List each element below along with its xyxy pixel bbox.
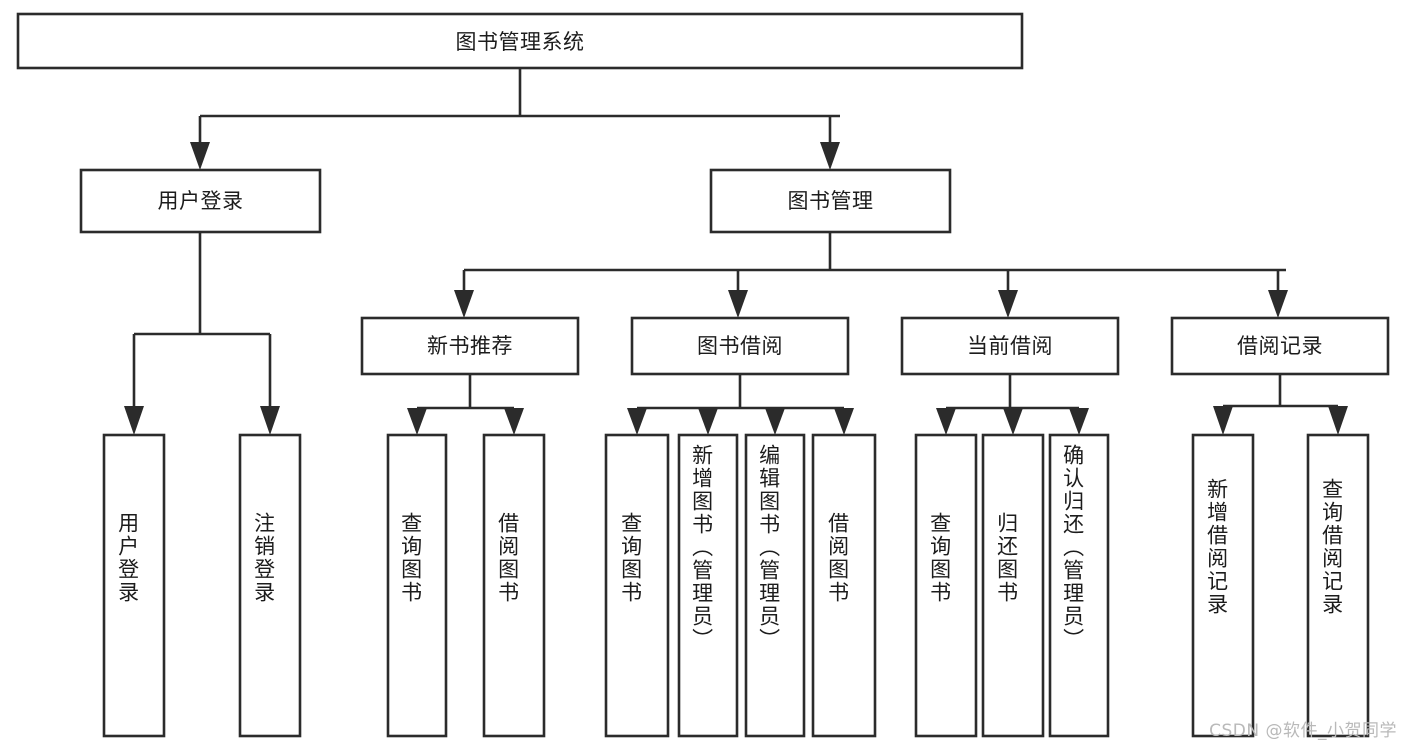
node-root-box[interactable] xyxy=(16,12,1024,70)
arrow-leaf-logout xyxy=(260,406,280,435)
leaf-box-return-book[interactable] xyxy=(981,433,1045,738)
arrow-leaf-br-add xyxy=(1213,406,1233,435)
arrow-to-current-borrow xyxy=(998,290,1018,318)
arrow-leaf-newbook-borrow xyxy=(504,408,524,435)
leaf-box-user-login[interactable] xyxy=(102,433,166,738)
leaf-box-logout[interactable] xyxy=(238,433,302,738)
node-book-manage[interactable]: 图书管理 xyxy=(709,168,952,234)
arrow-leaf-cb-confirm xyxy=(1069,408,1089,435)
leaf-box-layer xyxy=(102,433,1370,738)
leaf-box-confirm-return[interactable] xyxy=(1048,433,1110,738)
node-new-book-recommend-label: 新书推荐 xyxy=(427,334,513,358)
node-book-borrow-box[interactable] xyxy=(630,316,850,376)
leaf-box-add-book-admin[interactable] xyxy=(677,433,739,738)
leaf-box-query-book-bb[interactable] xyxy=(604,433,670,738)
node-book-manage-box[interactable] xyxy=(709,168,952,234)
arrow-leaf-newbook-query xyxy=(407,408,427,435)
arrow-leaf-bb-edit xyxy=(765,408,785,435)
arrow-to-user-login xyxy=(190,142,210,170)
arrow-to-book-manage xyxy=(820,142,840,170)
node-borrow-record-box[interactable] xyxy=(1170,316,1390,376)
node-user-login-box[interactable] xyxy=(79,168,322,234)
leaf-box-borrow-book-rec[interactable] xyxy=(482,433,546,738)
node-borrow-record-label: 借阅记录 xyxy=(1237,334,1323,358)
csdn-watermark: CSDN @软件_小贺同学 xyxy=(1209,721,1397,741)
node-current-borrow-label: 当前借阅 xyxy=(967,334,1053,358)
node-book-manage-label: 图书管理 xyxy=(788,189,874,213)
arrow-to-book-borrow xyxy=(728,290,748,318)
arrow-leaf-cb-query xyxy=(936,408,956,435)
node-user-login-label: 用户登录 xyxy=(158,189,244,213)
leaf-box-add-borrow-record[interactable] xyxy=(1191,433,1255,738)
leaf-box-query-book-cb[interactable] xyxy=(914,433,978,738)
leaf-box-query-book-rec[interactable] xyxy=(386,433,448,738)
arrow-to-borrow-record xyxy=(1268,290,1288,318)
node-current-borrow[interactable]: 当前借阅 xyxy=(900,316,1120,376)
leaf-box-query-borrow-rec[interactable] xyxy=(1306,433,1370,738)
leaf-box-borrow-book-bb[interactable] xyxy=(811,433,877,738)
node-root[interactable]: 图书管理系统 xyxy=(16,12,1024,70)
connector-layer xyxy=(124,68,1348,435)
node-borrow-record[interactable]: 借阅记录 xyxy=(1170,316,1390,376)
arrow-leaf-user-login xyxy=(124,406,144,435)
leaf-box-edit-book-admin[interactable] xyxy=(744,433,806,738)
node-book-borrow-label: 图书借阅 xyxy=(697,334,783,358)
arrow-leaf-bb-query xyxy=(627,408,647,435)
arrow-leaf-br-query xyxy=(1328,406,1348,435)
node-root-label: 图书管理系统 xyxy=(456,30,585,54)
arrow-to-new-book-rec xyxy=(454,290,474,318)
node-new-book-recommend[interactable]: 新书推荐 xyxy=(360,316,580,376)
arrow-leaf-cb-return xyxy=(1003,408,1023,435)
node-new-book-recommend-box[interactable] xyxy=(360,316,580,376)
node-user-login[interactable]: 用户登录 xyxy=(79,168,322,234)
arrow-leaf-bb-borrow xyxy=(834,408,854,435)
node-current-borrow-box[interactable] xyxy=(900,316,1120,376)
arrow-leaf-bb-add xyxy=(698,408,718,435)
node-book-borrow[interactable]: 图书借阅 xyxy=(630,316,850,376)
